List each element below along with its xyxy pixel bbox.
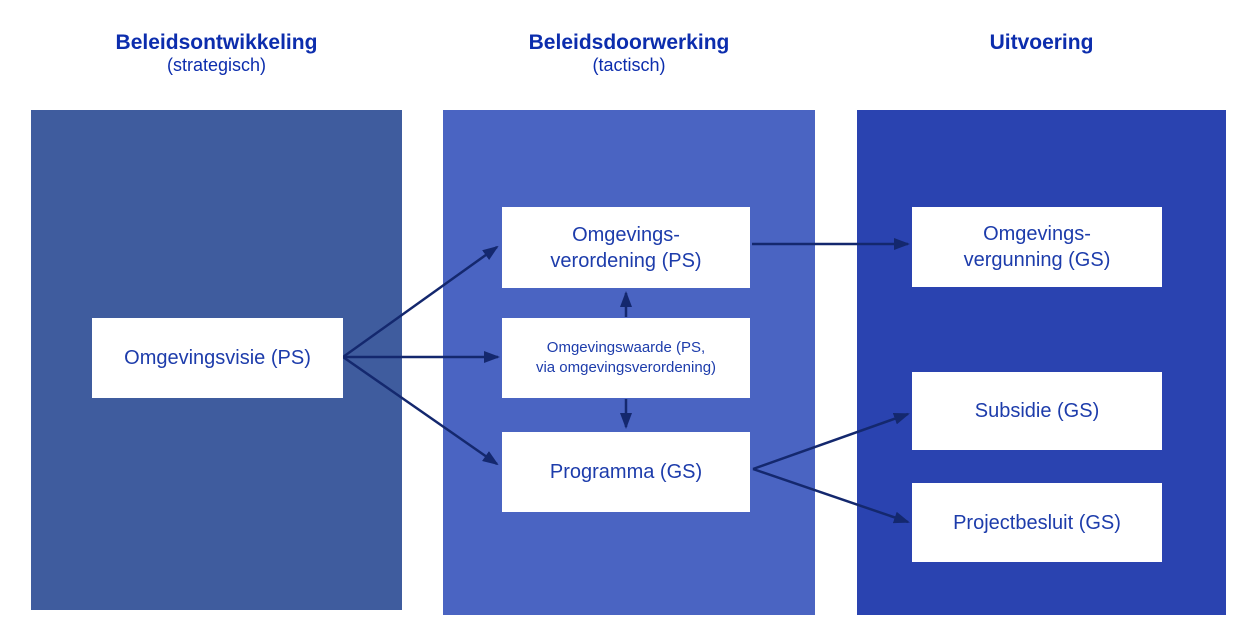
node-label: Omgevingsvisie (PS) (124, 347, 311, 369)
node-omgevingsverordening: Omgevings- verordening (PS) (502, 207, 750, 288)
column-title: Beleidsdoorwerking (528, 31, 730, 54)
node-programma: Programma (GS) (502, 432, 750, 512)
column-header-uitvoering: Uitvoering (857, 30, 1226, 55)
node-label: Projectbesluit (GS) (953, 511, 1121, 534)
node-subsidie: Subsidie (GS) (912, 372, 1162, 450)
column-header-beleidsontwikkeling: Beleidsontwikkeling (strategisch) (31, 30, 402, 77)
column-subtitle: (strategisch) (166, 55, 267, 76)
node-label: Omgevings- vergunning (GS) (963, 223, 1111, 271)
column-header-beleidsdoorwerking: Beleidsdoorwerking (tactisch) (443, 30, 815, 77)
node-omgevingswaarde: Omgevingswaarde (PS, via omgevingsverord… (502, 318, 750, 398)
column-title: Uitvoering (989, 31, 1094, 54)
node-label: Programma (GS) (549, 461, 703, 483)
node-omgevingsvisie: Omgevingsvisie (PS) (92, 318, 343, 398)
node-label: Subsidie (GS) (974, 400, 1100, 422)
node-label: Omgevings- verordening (PS) (550, 223, 702, 272)
column-title: Beleidsontwikkeling (115, 31, 318, 54)
node-omgevingsvergunning: Omgevings- vergunning (GS) (912, 207, 1162, 287)
node-label: Omgevingswaarde (PS, via omgevingsverord… (535, 338, 717, 376)
column-subtitle: (tactisch) (592, 55, 666, 76)
node-projectbesluit: Projectbesluit (GS) (912, 483, 1162, 562)
